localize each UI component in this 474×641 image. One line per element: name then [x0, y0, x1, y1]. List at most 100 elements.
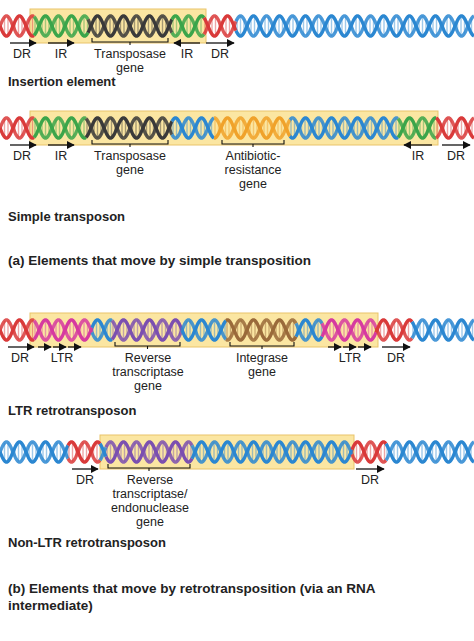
- direction-arrow: [48, 144, 74, 145]
- part-label: DR: [11, 351, 29, 365]
- dna-strand: [0, 442, 68, 462]
- dna-strand: [0, 442, 68, 462]
- base-pair: [343, 320, 344, 340]
- base-pair: [45, 320, 46, 340]
- base-pair: [45, 16, 46, 36]
- dna-strand: [172, 16, 204, 36]
- base-pair: [149, 118, 150, 138]
- dna-strand: [86, 118, 172, 138]
- gene-bracket: [108, 464, 190, 471]
- dna-segment: [436, 118, 474, 138]
- base-pair: [200, 16, 201, 36]
- dna-strand: [0, 320, 34, 340]
- base-pair: [409, 118, 410, 138]
- base-pair: [135, 118, 136, 138]
- element-highlight: [100, 435, 354, 469]
- dna-segment: [192, 442, 352, 462]
- part-label: LTR: [339, 351, 362, 365]
- base-pair: [110, 320, 111, 340]
- dna-strand: [376, 320, 412, 340]
- part-label: IR: [55, 47, 68, 61]
- base-pair: [331, 16, 332, 36]
- part-label: DR: [13, 47, 31, 61]
- dna-strand: [0, 118, 34, 138]
- gene-bracket: [230, 342, 294, 349]
- dna-strand: [106, 442, 192, 462]
- base-pair: [447, 320, 448, 340]
- direction-arrow: [358, 346, 371, 347]
- dna-strand: [436, 118, 474, 138]
- dna-segment: [296, 320, 322, 340]
- gene-bracket: [92, 140, 168, 147]
- dna-strand: [34, 320, 92, 340]
- dna-strand: [182, 320, 226, 340]
- dna-segment: [172, 118, 214, 138]
- dna-strand: [352, 442, 386, 462]
- element-name: Non-LTR retrotransposon: [8, 536, 166, 550]
- dna-strand: [412, 320, 474, 340]
- dna-segment: [376, 320, 412, 340]
- base-pair: [96, 442, 97, 462]
- dna-segment: [34, 16, 88, 36]
- part-label: Transposase gene: [94, 47, 166, 75]
- direction-arrow: [174, 42, 200, 43]
- dna-strand: [34, 320, 92, 340]
- dna-strand: [92, 320, 112, 340]
- dna-segment: [106, 442, 192, 462]
- base-pair: [227, 442, 228, 462]
- base-pair: [370, 442, 371, 462]
- part-label: DR: [13, 149, 31, 163]
- base-pair: [83, 16, 84, 36]
- dna-segment: [290, 118, 398, 138]
- base-pair: [292, 16, 293, 36]
- dna-segment: [322, 320, 376, 340]
- panel-caption: (b) Elements that move by retrotransposi…: [8, 580, 458, 614]
- dna-strand: [68, 442, 100, 462]
- direction-arrow: [10, 144, 36, 145]
- dna-segment: [172, 16, 204, 36]
- base-pair: [317, 320, 318, 340]
- base-pair: [123, 16, 124, 36]
- dna-strand: [204, 16, 236, 36]
- part-label: DR: [387, 351, 405, 365]
- dna-strand: [236, 16, 474, 36]
- dna-strand: [192, 442, 352, 462]
- dna-strand: [386, 442, 474, 462]
- base-pair: [357, 320, 358, 340]
- part-label: Antibiotic- resistance gene: [225, 149, 282, 191]
- direction-arrow: [356, 468, 384, 469]
- part-label: IR: [181, 47, 194, 61]
- dna-strand: [34, 118, 86, 138]
- dna-strand: [204, 16, 236, 36]
- direction-arrow: [343, 346, 356, 347]
- dna-segment: [204, 16, 236, 36]
- base-pair: [148, 442, 149, 462]
- dna-strand: [88, 16, 172, 36]
- base-pair: [279, 320, 280, 340]
- dna-segment: [386, 442, 474, 462]
- dna-strand: [352, 442, 386, 462]
- base-pair: [161, 320, 162, 340]
- base-pair: [32, 118, 33, 138]
- dna-strand: [88, 16, 172, 36]
- direction-arrow: [48, 42, 74, 43]
- base-pair: [83, 320, 84, 340]
- base-pair: [213, 442, 214, 462]
- base-pair: [369, 16, 370, 36]
- dna-strand: [182, 320, 226, 340]
- dna-strand: [0, 320, 34, 340]
- base-pair: [172, 120, 173, 136]
- element-highlight: [30, 9, 206, 43]
- base-pair: [162, 442, 163, 462]
- base-pair: [200, 118, 201, 138]
- dna-strand: [214, 118, 290, 138]
- element-name: LTR retrotransposon: [8, 404, 136, 418]
- direction-arrow: [8, 346, 34, 347]
- dna-strand: [226, 320, 296, 340]
- dna-strand: [322, 320, 376, 340]
- base-pair: [304, 442, 305, 462]
- part-label: IR: [412, 149, 425, 163]
- direction-arrow: [68, 346, 81, 347]
- dna-strand: [0, 16, 34, 36]
